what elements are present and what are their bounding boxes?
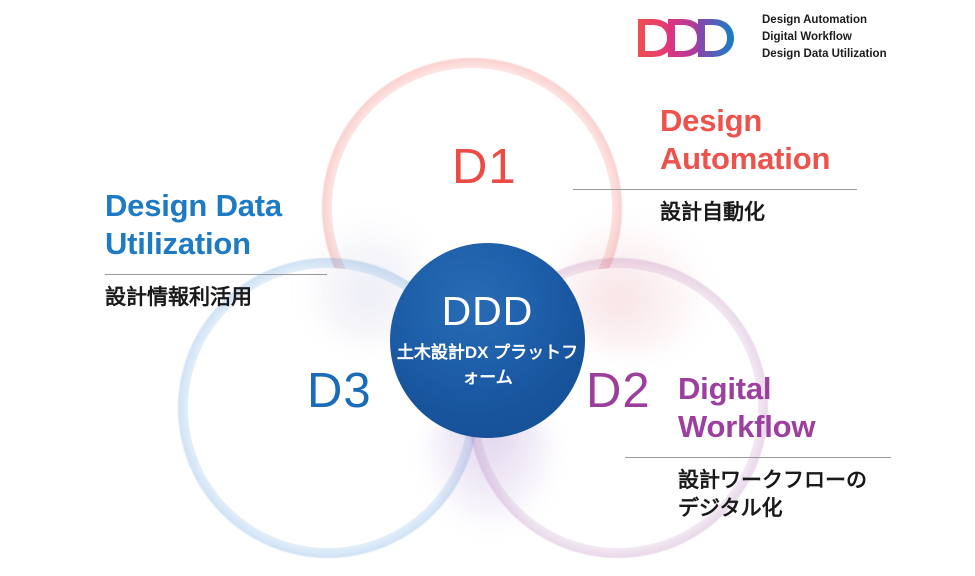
block-workflow-subtitle: 設計ワークフローの デジタル化 [678, 468, 867, 521]
block-design-data-utilization: Design Data Utilization 設計情報利活用 [105, 187, 335, 312]
block-utilization-divider [105, 273, 327, 275]
logo-taglines: Design Automation Digital Workflow Desig… [762, 12, 887, 63]
block-utilization-subtitle: 設計情報利活用 [105, 285, 252, 309]
ddd-logo: Design Automation Digital Workflow Desig… [636, 12, 887, 63]
block-workflow-title: Digital Workflow [678, 371, 816, 445]
center-platform-circle: DDD 土木設計DX プラットフォーム [390, 243, 585, 438]
block-automation-title: Design Automation [660, 103, 831, 177]
block-automation-subtitle: 設計自動化 [660, 200, 765, 224]
block-digital-workflow: Digital Workflow 設計ワークフローの デジタル化 [625, 370, 918, 524]
block-utilization-title: Design Data Utilization [105, 188, 282, 262]
logo-tagline-3: Design Data Utilization [762, 48, 887, 61]
block-design-automation: Design Automation 設計自動化 [573, 102, 890, 227]
lobe-label-d2: D2 [586, 364, 651, 418]
block-automation-divider [573, 188, 857, 190]
logo-tagline-2: Digital Workflow [762, 31, 852, 44]
block-workflow-divider [625, 456, 891, 458]
lobe-label-d1: D1 [452, 140, 517, 194]
center-title: DDD [441, 288, 534, 335]
lobe-label-d3: D3 [307, 364, 372, 418]
ddd-logo-icon [638, 18, 734, 57]
logo-tagline-1: Design Automation [762, 14, 867, 26]
center-subtitle: 土木設計DX プラットフォーム [396, 343, 579, 387]
